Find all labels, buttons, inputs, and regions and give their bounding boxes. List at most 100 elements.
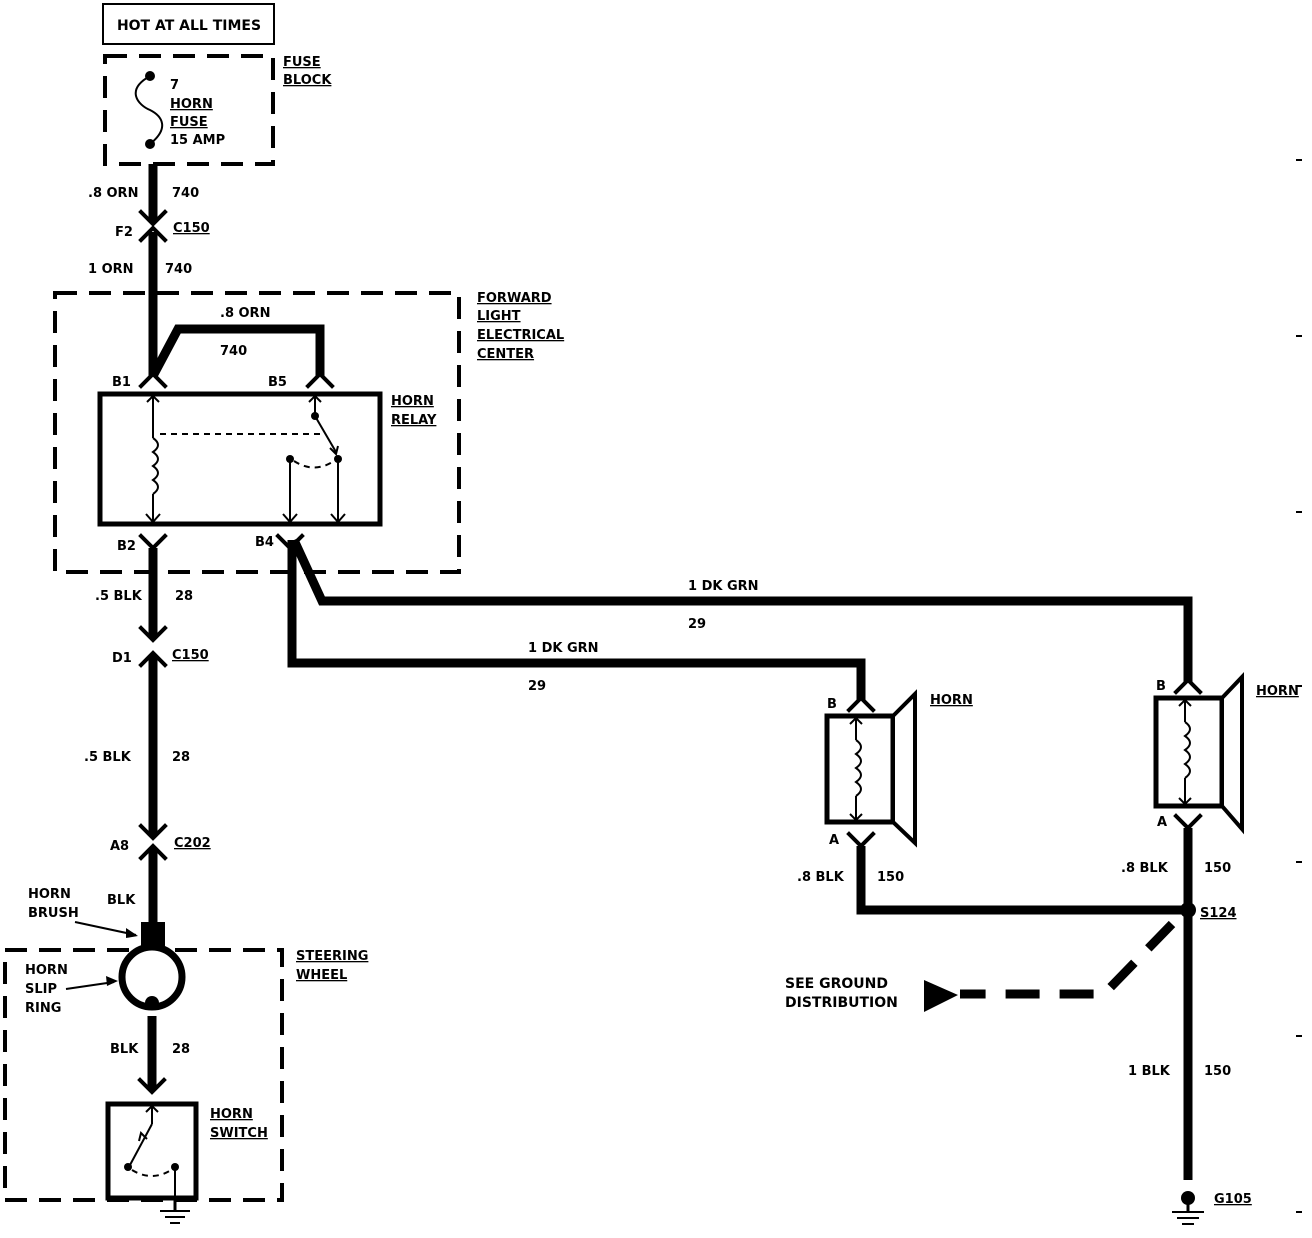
pin-b5: B5 bbox=[268, 375, 287, 390]
wire-29-left-circuit: 29 bbox=[528, 679, 546, 694]
switch-blade-arrow bbox=[329, 445, 339, 456]
horn-right-a-chevron bbox=[1173, 813, 1203, 831]
slip-ring-terminal bbox=[145, 996, 159, 1010]
steering-wheel-title-1: STEERING bbox=[296, 949, 368, 964]
wire-29-right-circuit: 29 bbox=[688, 617, 706, 632]
steering-wire-circuit: 28 bbox=[172, 1042, 190, 1057]
ground-name: G105 bbox=[1214, 1192, 1252, 1207]
slip-ring-label-3: RING bbox=[25, 1001, 61, 1016]
horn-left-b-chevron bbox=[846, 695, 876, 713]
horn-right-coil-arrow-bottom bbox=[1178, 797, 1192, 806]
c150-bottom-name: C150 bbox=[172, 648, 209, 663]
pin-b1: B1 bbox=[112, 375, 131, 390]
pin-b2: B2 bbox=[117, 539, 136, 554]
steering-wheel-title-2: WHEEL bbox=[296, 968, 347, 983]
splice-name: S124 bbox=[1200, 906, 1237, 921]
c150-top-chevron-female bbox=[138, 225, 168, 243]
switch-no-arrow bbox=[282, 513, 298, 524]
horn-right: B HORN A bbox=[1153, 672, 1299, 835]
wire-740-lower-gauge: 1 ORN bbox=[88, 262, 134, 277]
slip-ring-label-1: HORN bbox=[25, 963, 68, 978]
jumper-wire-740 bbox=[149, 324, 325, 379]
horn-right-label: HORN bbox=[1256, 684, 1299, 699]
horn-brush-leader-arrow bbox=[126, 928, 138, 938]
coil-arrow-top bbox=[146, 394, 160, 403]
steering-wheel: STEERING WHEEL HORN SLIP RING BLK 28 HOR… bbox=[3, 943, 368, 1224]
ground-wire-circuit: 150 bbox=[1204, 1064, 1231, 1079]
flec-title-3: ELECTRICAL bbox=[477, 328, 564, 343]
switch-blade-arrow-mark bbox=[138, 1131, 148, 1142]
switch-contact-left bbox=[124, 1163, 132, 1171]
horn-right-pin-a: A bbox=[1157, 815, 1167, 830]
c202-pin: A8 bbox=[110, 839, 129, 854]
horn-left-pin-b: B bbox=[827, 697, 837, 712]
horn-switch-name-1: HORN bbox=[210, 1107, 253, 1122]
ground-note-1: SEE GROUND bbox=[785, 976, 888, 992]
horn-left-coil-arrow-top bbox=[849, 716, 863, 725]
fuse-block-title-2: BLOCK bbox=[283, 73, 332, 88]
c150-bottom-chevron-male bbox=[138, 625, 168, 643]
wire-28-middle-circuit: 28 bbox=[172, 750, 190, 765]
wire-29-left-gauge: 1 DK GRN bbox=[528, 641, 599, 656]
c202-name: C202 bbox=[174, 836, 211, 851]
ground-note-2: DISTRIBUTION bbox=[785, 995, 898, 1011]
slip-ring-leader-arrow bbox=[106, 976, 118, 986]
wire-29-right-gauge: 1 DK GRN bbox=[688, 579, 759, 594]
b5-chevron bbox=[305, 371, 335, 389]
page-edge-ticks bbox=[1296, 159, 1302, 1213]
ground-g105: G105 bbox=[1172, 1191, 1252, 1225]
flec-title-2: LIGHT bbox=[477, 309, 521, 324]
brush-wire-color: BLK bbox=[107, 893, 136, 908]
wire-740-upper-gauge: .8 ORN bbox=[88, 186, 138, 201]
wire-28-upper-circuit: 28 bbox=[175, 589, 193, 604]
b2-chevron bbox=[138, 533, 168, 551]
horn-left-coil bbox=[854, 739, 862, 797]
wire-29-right-horn bbox=[289, 538, 1193, 682]
flec-title-4: CENTER bbox=[477, 347, 534, 362]
switch-contact-blade bbox=[129, 1123, 153, 1166]
slip-ring-label-2: SLIP bbox=[25, 982, 57, 997]
horn-left-ground-circuit: 150 bbox=[877, 870, 904, 885]
switch-nc-arrow bbox=[330, 513, 346, 524]
wire-740-upper-circuit: 740 bbox=[172, 186, 199, 201]
horn-relay-name-1: HORN bbox=[391, 394, 434, 409]
horn-switch-ground bbox=[160, 1198, 190, 1224]
fuse-rating: 15 AMP bbox=[170, 133, 225, 148]
jumper-gauge: .8 ORN bbox=[220, 306, 270, 321]
forward-light-electrical-center: FORWARD LIGHT ELECTRICAL CENTER .8 ORN 7… bbox=[53, 291, 564, 574]
horn-brush-label-1: HORN bbox=[28, 887, 71, 902]
ground-distribution-arrow bbox=[924, 980, 958, 1012]
horn-left-bell bbox=[891, 689, 917, 848]
jumper-circuit: 740 bbox=[220, 344, 247, 359]
horn-left-coil-arrow-bottom bbox=[849, 813, 863, 822]
switch-travel bbox=[293, 460, 335, 469]
fuse-name-2: FUSE bbox=[170, 115, 208, 130]
coil-arrow-bottom bbox=[145, 513, 161, 524]
coil-winding bbox=[151, 437, 159, 495]
horn-right-ground-gauge: .8 BLK bbox=[1121, 861, 1169, 876]
wire-150-left-horn bbox=[856, 846, 1188, 915]
horn-switch-name-2: SWITCH bbox=[210, 1126, 268, 1141]
wire-28-upper-gauge: .5 BLK bbox=[95, 589, 143, 604]
c202-chevron-male bbox=[138, 823, 168, 841]
horn-relay: HORN RELAY bbox=[97, 391, 437, 527]
horn-right-coil-arrow-top bbox=[1178, 698, 1192, 707]
fuse-block: FUSE BLOCK 7 HORN FUSE 15 AMP bbox=[103, 54, 332, 166]
horn-right-ground-circuit: 150 bbox=[1204, 861, 1231, 876]
horn-relay-name-2: RELAY bbox=[391, 413, 437, 428]
splice-s124 bbox=[1180, 902, 1196, 918]
wire-740-lower-circuit: 740 bbox=[165, 262, 192, 277]
c150-bottom-chevron-female bbox=[138, 650, 168, 668]
fuse-name-1: HORN bbox=[170, 97, 213, 112]
horn-left-pin-a: A bbox=[829, 833, 839, 848]
c202-chevron-female bbox=[138, 843, 168, 861]
ground-distribution-link bbox=[960, 920, 1176, 999]
power-source-box: HOT AT ALL TIMES bbox=[102, 3, 275, 45]
power-source-label: HOT AT ALL TIMES bbox=[117, 18, 261, 34]
horn-right-pin-b: B bbox=[1156, 679, 1166, 694]
wire-28-middle-gauge: .5 BLK bbox=[84, 750, 132, 765]
switch-blade bbox=[314, 415, 337, 453]
horn-left-label: HORN bbox=[930, 693, 973, 708]
b1-chevron bbox=[138, 371, 168, 389]
